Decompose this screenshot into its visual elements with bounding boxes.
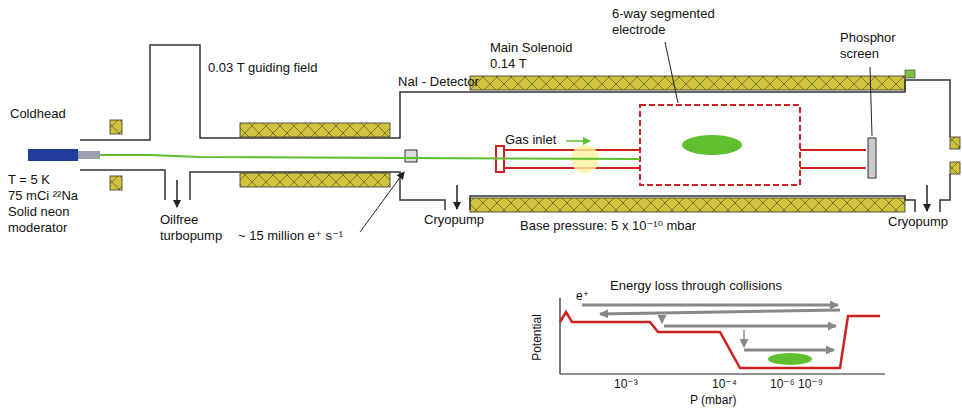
coils-part — [240, 173, 390, 187]
coldhead-part — [78, 151, 100, 159]
pump-arrows-part — [456, 185, 458, 209]
pump-arrows — [177, 180, 927, 211]
coils-part — [950, 162, 960, 174]
nai-detector — [405, 150, 417, 162]
electrodes — [496, 105, 866, 185]
phosphor-screen — [868, 138, 876, 178]
electrodes-part — [800, 149, 866, 151]
electrodes-part — [640, 105, 800, 185]
pump-arrows-part — [926, 185, 928, 211]
tick-label: 10⁻⁶ 10⁻⁹ — [770, 377, 823, 392]
coils-part — [905, 70, 915, 78]
part-label: Main Solenoid 0.14 T — [490, 40, 590, 73]
part-label: Oilfree turbopump — [160, 212, 240, 245]
positron-beam-part — [100, 155, 640, 159]
inset-graph-part — [560, 373, 885, 374]
coils-part — [950, 137, 960, 149]
positron-beam-part — [566, 140, 590, 142]
coils-part — [110, 176, 122, 190]
leader-lines-part — [360, 172, 404, 232]
inset-graph — [560, 298, 885, 374]
electrodes-part — [500, 149, 640, 151]
part-label: Phosphor screen — [840, 30, 910, 63]
coldhead-part — [28, 149, 78, 161]
axis-label: P (mbar) — [690, 393, 736, 408]
vacuum-chamber-part — [470, 196, 915, 212]
inset-graph-part — [661, 316, 663, 323]
positron-beam — [100, 135, 742, 159]
note-label: 75 mCi ²²Na — [8, 188, 78, 204]
coils-part — [470, 198, 905, 212]
electrodes-part — [500, 167, 640, 169]
tick-label: 10⁻³ — [614, 377, 638, 392]
inset-graph-part — [664, 325, 836, 328]
part-label: 6-way segmented electrode — [612, 6, 730, 39]
coils-part — [470, 76, 905, 90]
inset-graph-part — [560, 312, 880, 368]
nai-detector-part — [405, 150, 417, 162]
part-label: Cryopump — [888, 214, 948, 230]
part-label: NaI - Detector — [398, 74, 479, 90]
leader-lines — [360, 42, 872, 232]
inset-graph-part — [582, 304, 838, 307]
inset-graph-part — [768, 353, 812, 365]
pressure-label: Base pressure: 5 x 10⁻¹⁰ mbar — [520, 218, 696, 234]
coldhead — [28, 149, 100, 161]
electrodes-part — [800, 167, 866, 169]
phosphor-screen-part — [868, 138, 876, 178]
note-label: Solid neon moderator — [8, 204, 90, 237]
part-label: Coldhead — [10, 106, 66, 122]
vacuum-chamber-part — [940, 174, 950, 212]
vacuum-chamber-part — [80, 170, 165, 200]
flux-label: ~ 15 million e⁺ s⁻¹ — [238, 228, 343, 244]
inset-graph-part — [743, 330, 745, 347]
graph-title: Energy loss through collisions — [610, 278, 782, 294]
axis-label: Potential — [530, 314, 545, 361]
vacuum-chamber-part — [190, 172, 445, 210]
inset-graph-part — [744, 349, 834, 352]
leader-lines-part — [870, 67, 872, 136]
particle-label: e⁺ — [576, 289, 589, 304]
positron-beam-part — [682, 135, 742, 155]
pump-arrows-part — [176, 180, 178, 207]
part-label: Gas inlet — [505, 132, 556, 148]
tick-label: 10⁻⁴ — [712, 377, 737, 392]
note-label: T = 5 K — [8, 172, 50, 188]
inset-graph-part — [559, 298, 560, 374]
leader-lines-part — [665, 42, 678, 103]
coils-part — [240, 123, 390, 137]
part-label: Cryopump — [424, 212, 484, 228]
coils-part — [110, 120, 122, 134]
inset-graph-part — [600, 310, 840, 314]
part-label: 0.03 T guiding field — [208, 60, 317, 76]
